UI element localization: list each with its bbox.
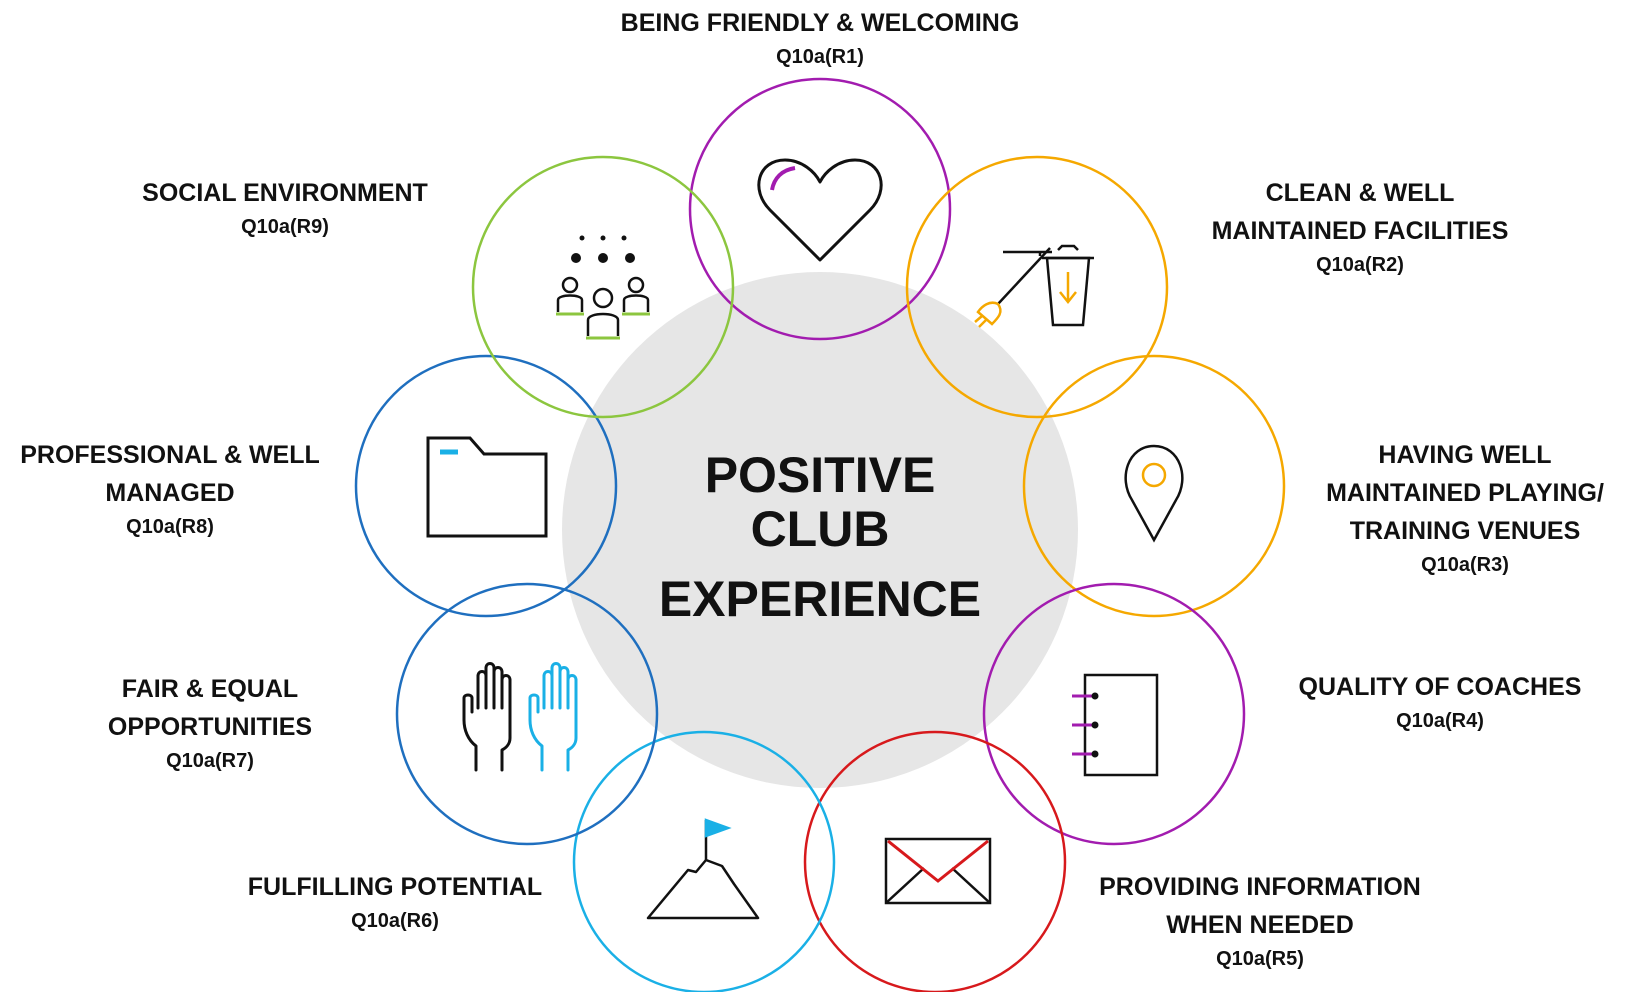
label-r4-code: Q10a(R4) <box>1396 710 1484 732</box>
label-r9: SOCIAL ENVIRONMENT Q10a(R9) <box>120 174 450 242</box>
ring-circle-r4 <box>982 582 1246 846</box>
ring-circle-r9 <box>471 155 735 419</box>
label-r3-code: Q10a(R3) <box>1421 554 1509 576</box>
broom-bin-icon <box>974 244 1094 328</box>
label-r2-title-1: CLEAN & WELL <box>1265 179 1455 207</box>
ring-circle-r6 <box>572 730 836 992</box>
label-r3-title-1: HAVING WELL <box>1378 441 1552 469</box>
ring-circle-r2 <box>905 155 1169 419</box>
label-r5-title-2: WHEN NEEDED <box>1166 911 1354 939</box>
center-title: POSITIVE CLUB EXPERIENCE <box>620 448 1020 626</box>
label-r2-code: Q10a(R2) <box>1316 254 1404 276</box>
label-r6: FULFILLING POTENTIAL Q10a(R6) <box>230 868 560 936</box>
label-r6-code: Q10a(R6) <box>351 910 439 932</box>
label-r8-title-2: MANAGED <box>105 479 235 507</box>
label-r1-code: Q10a(R1) <box>776 46 864 68</box>
label-r1: BEING FRIENDLY & WELCOMING Q10a(R1) <box>560 4 1080 72</box>
label-r4-title: QUALITY OF COACHES <box>1298 673 1582 701</box>
notebook-icon <box>1072 673 1159 777</box>
ring-circle-r3 <box>1022 354 1286 618</box>
raised-hands-icon <box>462 662 578 772</box>
label-r5-title-1: PROVIDING INFORMATION <box>1099 873 1421 901</box>
center-circle <box>562 272 1078 788</box>
ring-circle-r7 <box>395 582 659 846</box>
label-r7-code: Q10a(R7) <box>166 750 254 772</box>
label-r2-title-2: MAINTAINED FACILITIES <box>1211 217 1509 245</box>
label-r4: QUALITY OF COACHES Q10a(R4) <box>1270 668 1610 736</box>
label-r7: FAIR & EQUAL OPPORTUNITIES Q10a(R7) <box>80 670 340 776</box>
label-r6-title: FULFILLING POTENTIAL <box>247 873 543 901</box>
label-r9-title: SOCIAL ENVIRONMENT <box>142 179 428 207</box>
label-r1-title: BEING FRIENDLY & WELCOMING <box>620 9 1020 37</box>
heart-icon <box>757 158 883 262</box>
label-r7-title-2: OPPORTUNITIES <box>107 713 313 741</box>
label-r7-title-1: FAIR & EQUAL <box>121 675 299 703</box>
label-r5: PROVIDING INFORMATION WHEN NEEDED Q10a(R… <box>1080 868 1440 974</box>
ring-circle-r1 <box>688 77 952 341</box>
mountain-flag-icon <box>646 818 760 920</box>
location-pin-icon <box>1124 444 1184 543</box>
folder-icon <box>426 436 548 538</box>
label-r5-code: Q10a(R5) <box>1216 948 1304 970</box>
center-title-line3: EXPERIENCE <box>658 571 982 627</box>
label-r3-title-2: MAINTAINED PLAYING/ <box>1326 479 1604 507</box>
label-r3: HAVING WELL MAINTAINED PLAYING/ TRAINING… <box>1300 436 1630 580</box>
ring-circle-r5 <box>803 730 1067 992</box>
label-r2: CLEAN & WELL MAINTAINED FACILITIES Q10a(… <box>1180 174 1540 280</box>
label-r3-title-3: TRAINING VENUES <box>1349 517 1581 545</box>
label-r8-title-1: PROFESSIONAL & WELL <box>20 441 320 469</box>
envelope-icon <box>884 837 992 905</box>
label-r9-code: Q10a(R9) <box>241 216 329 238</box>
people-group-icon <box>556 235 650 340</box>
center-title-line1: POSITIVE <box>704 447 936 503</box>
label-r8-code: Q10a(R8) <box>126 516 214 538</box>
ring-circle-r8 <box>354 354 618 618</box>
center-title-line2: CLUB <box>750 501 890 557</box>
label-r8: PROFESSIONAL & WELL MANAGED Q10a(R8) <box>5 436 335 542</box>
